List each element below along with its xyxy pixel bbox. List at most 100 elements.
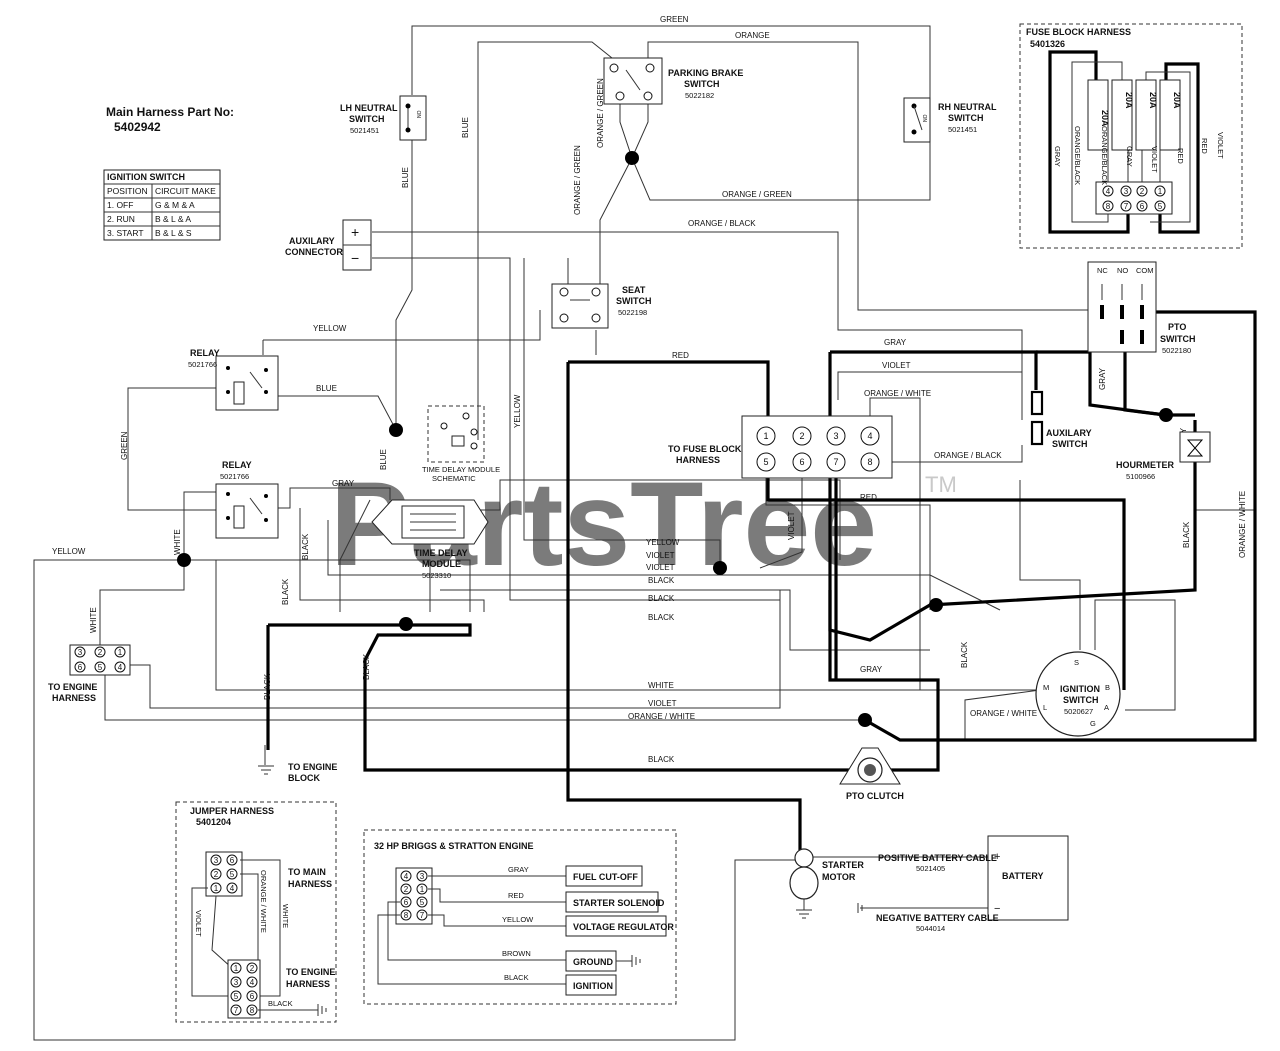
svg-text:8: 8 [1106,202,1111,211]
wire-label: BLACK [648,576,675,585]
plus-icon: + [351,224,359,240]
svg-text:8: 8 [404,911,409,920]
svg-text:5: 5 [1158,202,1163,211]
wire-label: ORANGE / WHITE [970,709,1037,718]
ignition-label: SWITCH [1063,695,1099,705]
parking-brake-switch: PARKING BRAKE SWITCH 5022182 [603,57,743,105]
pto-clutch-label: PTO CLUTCH [846,791,904,801]
ignition-label: IGNITION [1060,684,1100,694]
engine-wiring-box: 32 HP BRIGGS & STRATTON ENGINE 4 3 2 1 6… [363,829,677,1005]
fuse-block-title: FUSE BLOCK HARNESS [1026,27,1131,37]
svg-text:7: 7 [420,911,425,920]
svg-text:2: 2 [98,648,103,657]
aux-switch-label: SWITCH [1052,439,1088,449]
tdm-part: 5023310 [422,571,451,580]
svg-text:6: 6 [78,663,83,672]
table-cell: B & L & S [155,228,192,238]
wire-label: BLACK [960,641,969,668]
wire-label: BLACK [648,594,675,603]
table-cell: G & M & A [155,200,195,210]
wire-label: BLACK [263,673,272,700]
fuse-block-part: 5401326 [1030,39,1065,49]
relay-1-part: 5021766 [188,360,217,369]
svg-text:1: 1 [763,431,768,441]
minus-icon: − [994,903,1000,915]
pto-switch-label: SWITCH [1160,334,1196,344]
table-cell: 2. RUN [107,214,135,224]
table-header-position: POSITION [107,186,148,196]
wire-label: ORANGE / BLACK [934,451,1002,460]
starter-motor: STARTER MOTOR [789,848,864,919]
wire-junctions [177,151,1173,727]
wire-label: ORANGE / GREEN [596,78,605,148]
lh-neutral-label: LH NEUTRAL [340,103,398,113]
auxiliary-connector: + − AUXILARY CONNECTOR [285,219,372,271]
auxiliary-switch: AUXILARY SWITCH [1030,390,1092,449]
svg-text:BLACK: BLACK [268,999,293,1008]
engine-block-label: BLOCK [288,773,320,783]
svg-text:S: S [1074,658,1079,667]
pos-cable-part: 5021405 [916,864,945,873]
relay-2-part: 5021766 [220,472,249,481]
rh-neutral-switch: NO RH NEUTRAL SWITCH 5021451 [903,97,997,143]
svg-text:ORANGE/BLACK: ORANGE/BLACK [1073,126,1082,185]
hourmeter-part: 5100966 [1126,472,1155,481]
svg-text:4: 4 [404,872,409,881]
plus-icon: + [994,851,1000,863]
engine-harness-label: TO ENGINE [48,682,97,692]
to-engine-label: HARNESS [286,979,330,989]
lh-neutral-switch: NO LH NEUTRAL SWITCH 5021451 [340,95,427,141]
starter-solenoid-label: STARTER SOLENOID [573,898,665,908]
table-cell: 1. OFF [107,200,133,210]
svg-text:3: 3 [234,978,239,987]
relay-2-label: RELAY [222,460,252,470]
wire-label: WHITE [648,681,674,690]
ignition-switch: S M B L A G IGNITION SWITCH 5020627 [1035,651,1121,737]
fuse-block-connector: 1 2 3 4 5 6 7 8 TO FUSE BLOCK HARNESS [668,415,893,479]
svg-text:7: 7 [1124,202,1129,211]
wire-label: GRAY [860,665,883,674]
svg-text:5: 5 [230,870,235,879]
svg-text:1: 1 [234,964,239,973]
wire-label: BLUE [379,449,388,470]
svg-text:4: 4 [1106,187,1111,196]
svg-text:YELLOW: YELLOW [502,915,534,924]
svg-text:RED: RED [1200,138,1209,154]
tdm-label: MODULE [422,559,461,569]
engine-box-title: 32 HP BRIGGS & STRATTON ENGINE [374,841,534,851]
svg-text:4: 4 [250,978,255,987]
time-delay-module-schematic: TIME DELAY MODULE SCHEMATIC [422,405,500,483]
to-main-label: TO MAIN [288,867,326,877]
wire-label: RED [672,351,689,360]
pto-switch-label: PTO [1168,322,1186,332]
ignition-switch-table: IGNITION SWITCH POSITION CIRCUIT MAKE 1.… [103,169,221,241]
time-delay-module: TIME DELAY MODULE 5023310 [371,499,489,580]
tdm-label: TIME DELAY [414,548,468,558]
neg-cable-part: 5044014 [916,924,945,933]
pto-switch-part: 5022180 [1162,346,1191,355]
jumper-title: JUMPER HARNESS [190,806,274,816]
wire-label: ORANGE / WHITE [628,712,695,721]
svg-text:6: 6 [404,898,409,907]
fuel-cutoff-label: FUEL CUT-OFF [573,872,638,882]
svg-text:20A: 20A [1148,92,1158,109]
svg-text:5: 5 [420,898,425,907]
svg-text:2: 2 [214,870,219,879]
lh-neutral-label: SWITCH [349,114,385,124]
wire-label: YELLOW [52,547,86,556]
table-cell: B & L & A [155,214,191,224]
svg-text:ORANGE/BLACK: ORANGE/BLACK [1100,126,1109,185]
wire-label: YELLOW [313,324,347,333]
heavy-wires [266,310,1257,850]
svg-text:NO: NO [923,114,929,122]
hourmeter-label: HOURMETER [1116,460,1174,470]
wire-label: BLUE [401,167,410,188]
svg-text:1: 1 [1158,187,1163,196]
engine-harness-label: HARNESS [52,693,96,703]
svg-text:4: 4 [118,663,123,672]
fuse-block-harness: FUSE BLOCK HARNESS 5401326 20A 20A 20A 2… [1019,23,1243,249]
svg-text:WHITE: WHITE [281,904,290,928]
wire-label: BLACK [1182,521,1191,548]
seat-switch: SEAT SWITCH 5022198 [551,283,652,329]
